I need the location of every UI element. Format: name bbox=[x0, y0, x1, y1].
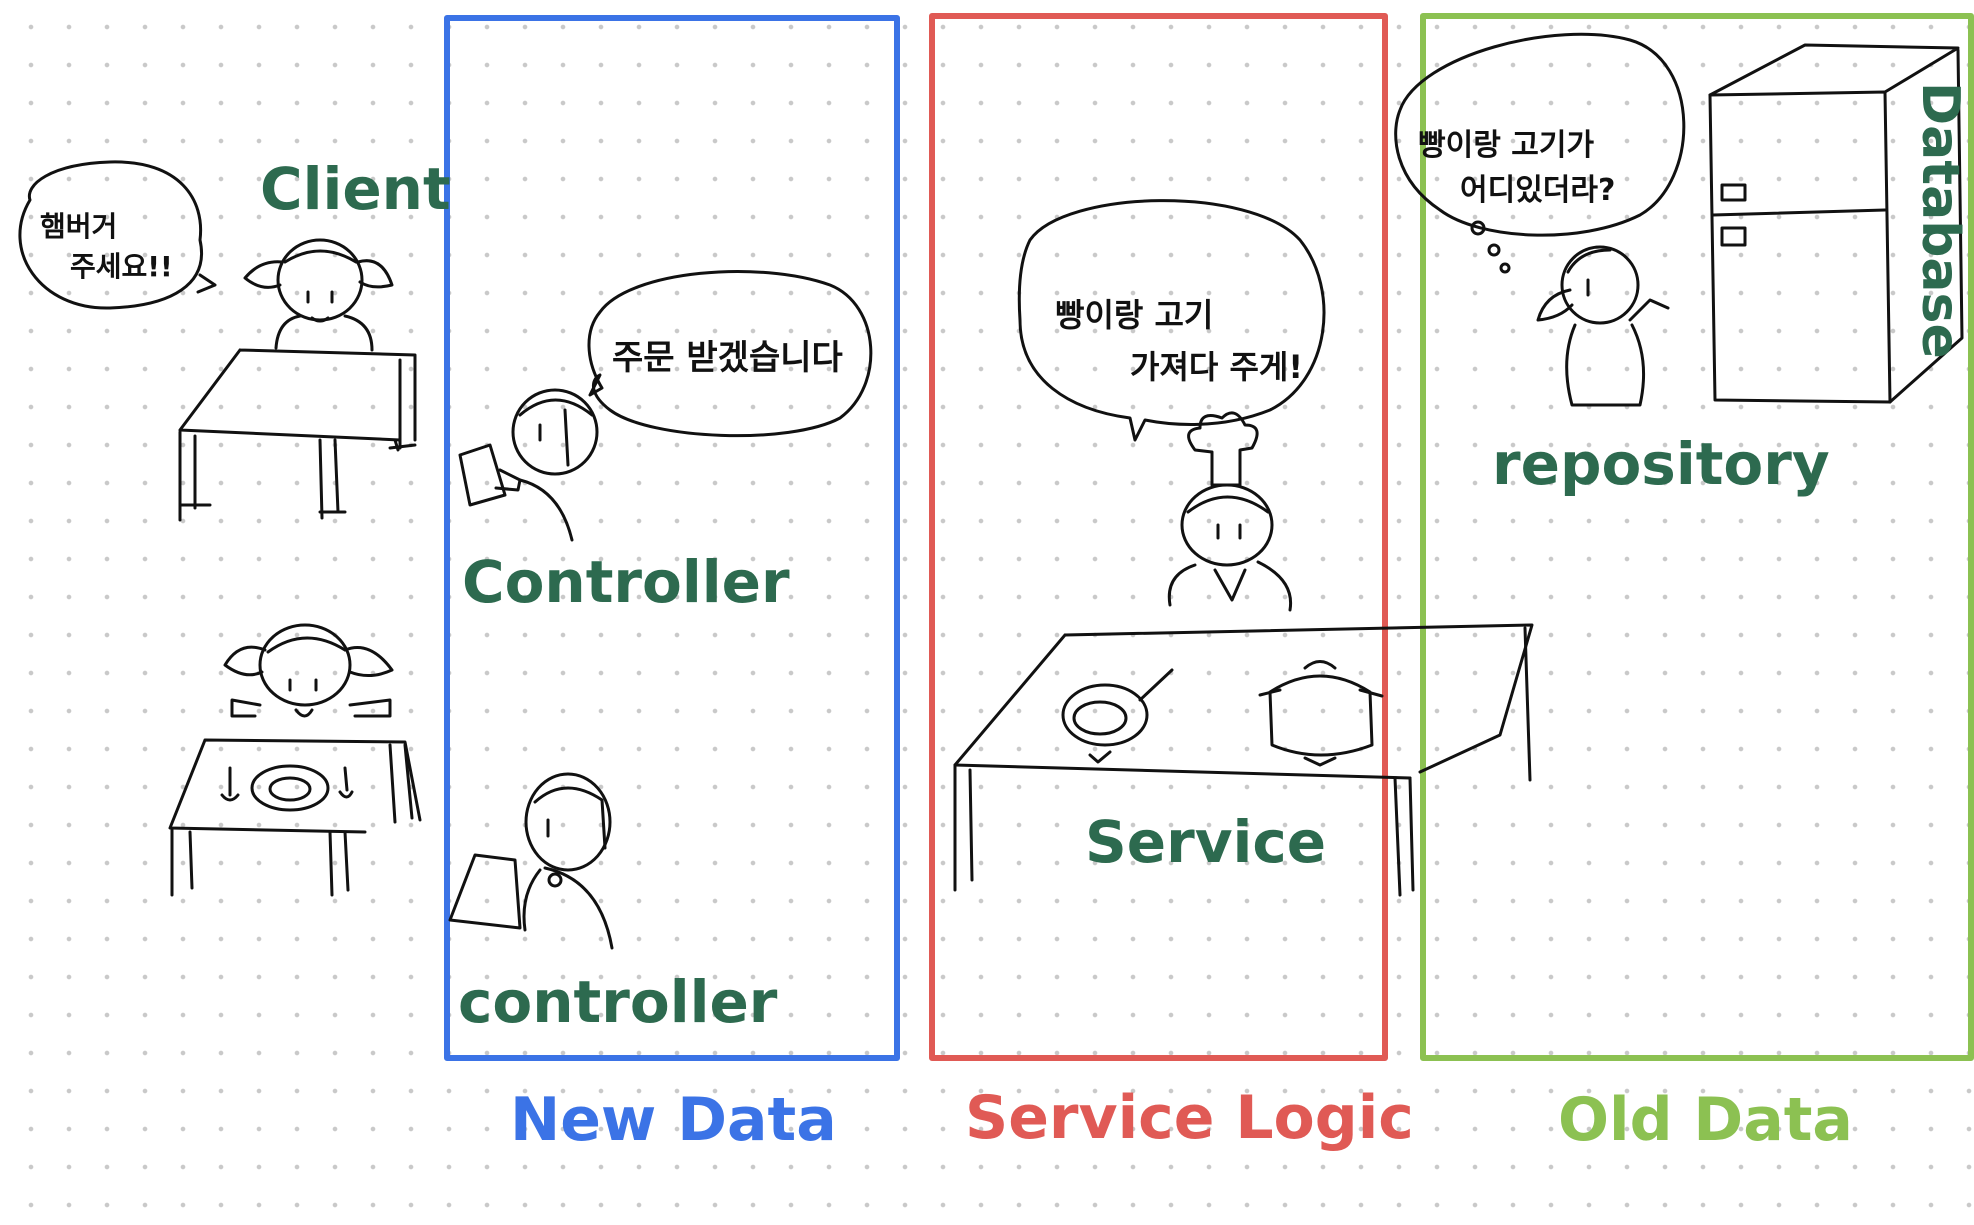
controller-waiter-top bbox=[458, 388, 599, 542]
thought-dot-large bbox=[1470, 220, 1486, 236]
service-logic-caption: Service Logic bbox=[965, 1083, 1414, 1153]
kitchen-counter bbox=[953, 623, 1534, 897]
thought-dot-small bbox=[1499, 262, 1511, 274]
service-speech-line2: 가져다 주게! bbox=[1130, 348, 1303, 386]
controller-speech-bubble bbox=[587, 269, 873, 438]
repository-speech-line2: 어디있더라? bbox=[1460, 173, 1616, 208]
service-speech-line1: 빵이랑 고기 bbox=[1055, 296, 1214, 334]
old-data-caption: Old Data bbox=[1558, 1085, 1853, 1155]
repository-girl bbox=[1536, 245, 1670, 407]
client-table-top bbox=[178, 348, 417, 522]
chef bbox=[1167, 411, 1293, 612]
repository-thought-bubble bbox=[1394, 32, 1686, 237]
client-label: Client bbox=[260, 155, 451, 223]
repository-label: repository bbox=[1492, 430, 1830, 498]
database-label: Database bbox=[1910, 82, 1970, 359]
old-data-box bbox=[1420, 13, 1974, 1061]
refrigerator bbox=[1708, 43, 1964, 404]
client-speech-bubble bbox=[18, 160, 217, 310]
controller-waiter-bottom bbox=[448, 772, 614, 950]
client-girl-top bbox=[243, 238, 394, 352]
controller-bottom-label: controller bbox=[458, 968, 778, 1036]
service-logic-box bbox=[929, 13, 1388, 1061]
controller-speech-text: 주문 받겠습니다 bbox=[612, 338, 843, 378]
new-data-caption: New Data bbox=[510, 1085, 837, 1155]
repository-speech-line1: 빵이랑 고기가 bbox=[1418, 128, 1595, 163]
controller-top-label: Controller bbox=[462, 548, 790, 616]
client-table-bottom bbox=[168, 738, 422, 897]
service-speech-bubble bbox=[1017, 199, 1326, 442]
client-speech-line2: 주세요!! bbox=[70, 250, 173, 283]
client-speech-line1: 햄버거 bbox=[40, 210, 118, 243]
new-data-box bbox=[444, 15, 900, 1061]
thought-dot-medium bbox=[1487, 243, 1501, 257]
service-label: Service bbox=[1085, 808, 1327, 876]
client-girl-bottom bbox=[223, 623, 394, 718]
